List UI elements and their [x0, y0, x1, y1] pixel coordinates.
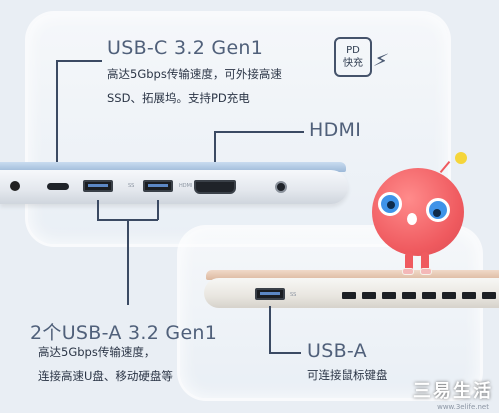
laptop-lid-pink [206, 270, 499, 280]
mascot-mouth [407, 213, 417, 225]
mascot-left-leg [405, 252, 413, 272]
usba2-title: 2个USB-A 3.2 Gen1 [30, 322, 218, 344]
vent [462, 292, 476, 299]
bottom-panel [180, 228, 480, 398]
hdmi-port-label: HDMI [179, 183, 193, 189]
usba2-bracket-right [157, 200, 159, 220]
mascot-left-foot [402, 268, 414, 275]
mascot-antenna-ball [455, 152, 467, 164]
laptop-lid-blue [0, 162, 346, 172]
usba-title: USB-A [307, 340, 367, 362]
watermark-url: www.3elife.net [437, 403, 489, 411]
usbc-leader-h [56, 60, 102, 62]
usba2-description: 高达5Gbps传输速度， 连接高速U盘、移动硬盘等 [38, 345, 173, 383]
usba-port-3-label: SS [290, 292, 297, 298]
vent [402, 292, 416, 299]
usba-port-1 [83, 180, 113, 192]
pd-fast-charge-icon: PD 快充 [334, 37, 372, 77]
hdmi-title: HDMI [309, 119, 362, 141]
usba-port-3 [255, 288, 285, 300]
usba-description: 可连接鼠标键盘 [307, 368, 388, 382]
audio-jack [275, 181, 287, 193]
usbc-port [47, 183, 69, 190]
watermark-logo: 三易生活 [413, 381, 493, 402]
vent [422, 292, 436, 299]
fast-charge-label: 快充 [343, 58, 363, 69]
mascot-right-foot [420, 268, 432, 275]
hdmi-port [194, 180, 236, 194]
usbc-description: 高达5Gbps传输速度，可外接高速 SSD、拓展坞。支持PD充电 [107, 67, 282, 105]
vent [442, 292, 456, 299]
usba-port-2 [143, 180, 173, 192]
mascot-left-eye [378, 192, 402, 216]
vent [382, 292, 396, 299]
vent [482, 292, 496, 299]
usba-leader-v [269, 306, 271, 353]
vent [342, 292, 356, 299]
pd-label: PD [346, 45, 360, 56]
usbc-leader-v [56, 60, 58, 184]
mascot-right-eye [426, 198, 450, 222]
power-port [10, 181, 20, 191]
hdmi-leader-v [214, 131, 216, 183]
usba-leader-h [269, 352, 301, 354]
usba2-leader-v [127, 219, 129, 305]
mascot-right-leg [421, 252, 429, 272]
vent [362, 292, 376, 299]
hdmi-leader-h [214, 131, 304, 133]
usba-port-1-label: SS [128, 183, 135, 189]
usba2-bracket-left [97, 200, 99, 220]
usbc-title: USB-C 3.2 Gen1 [107, 37, 264, 59]
